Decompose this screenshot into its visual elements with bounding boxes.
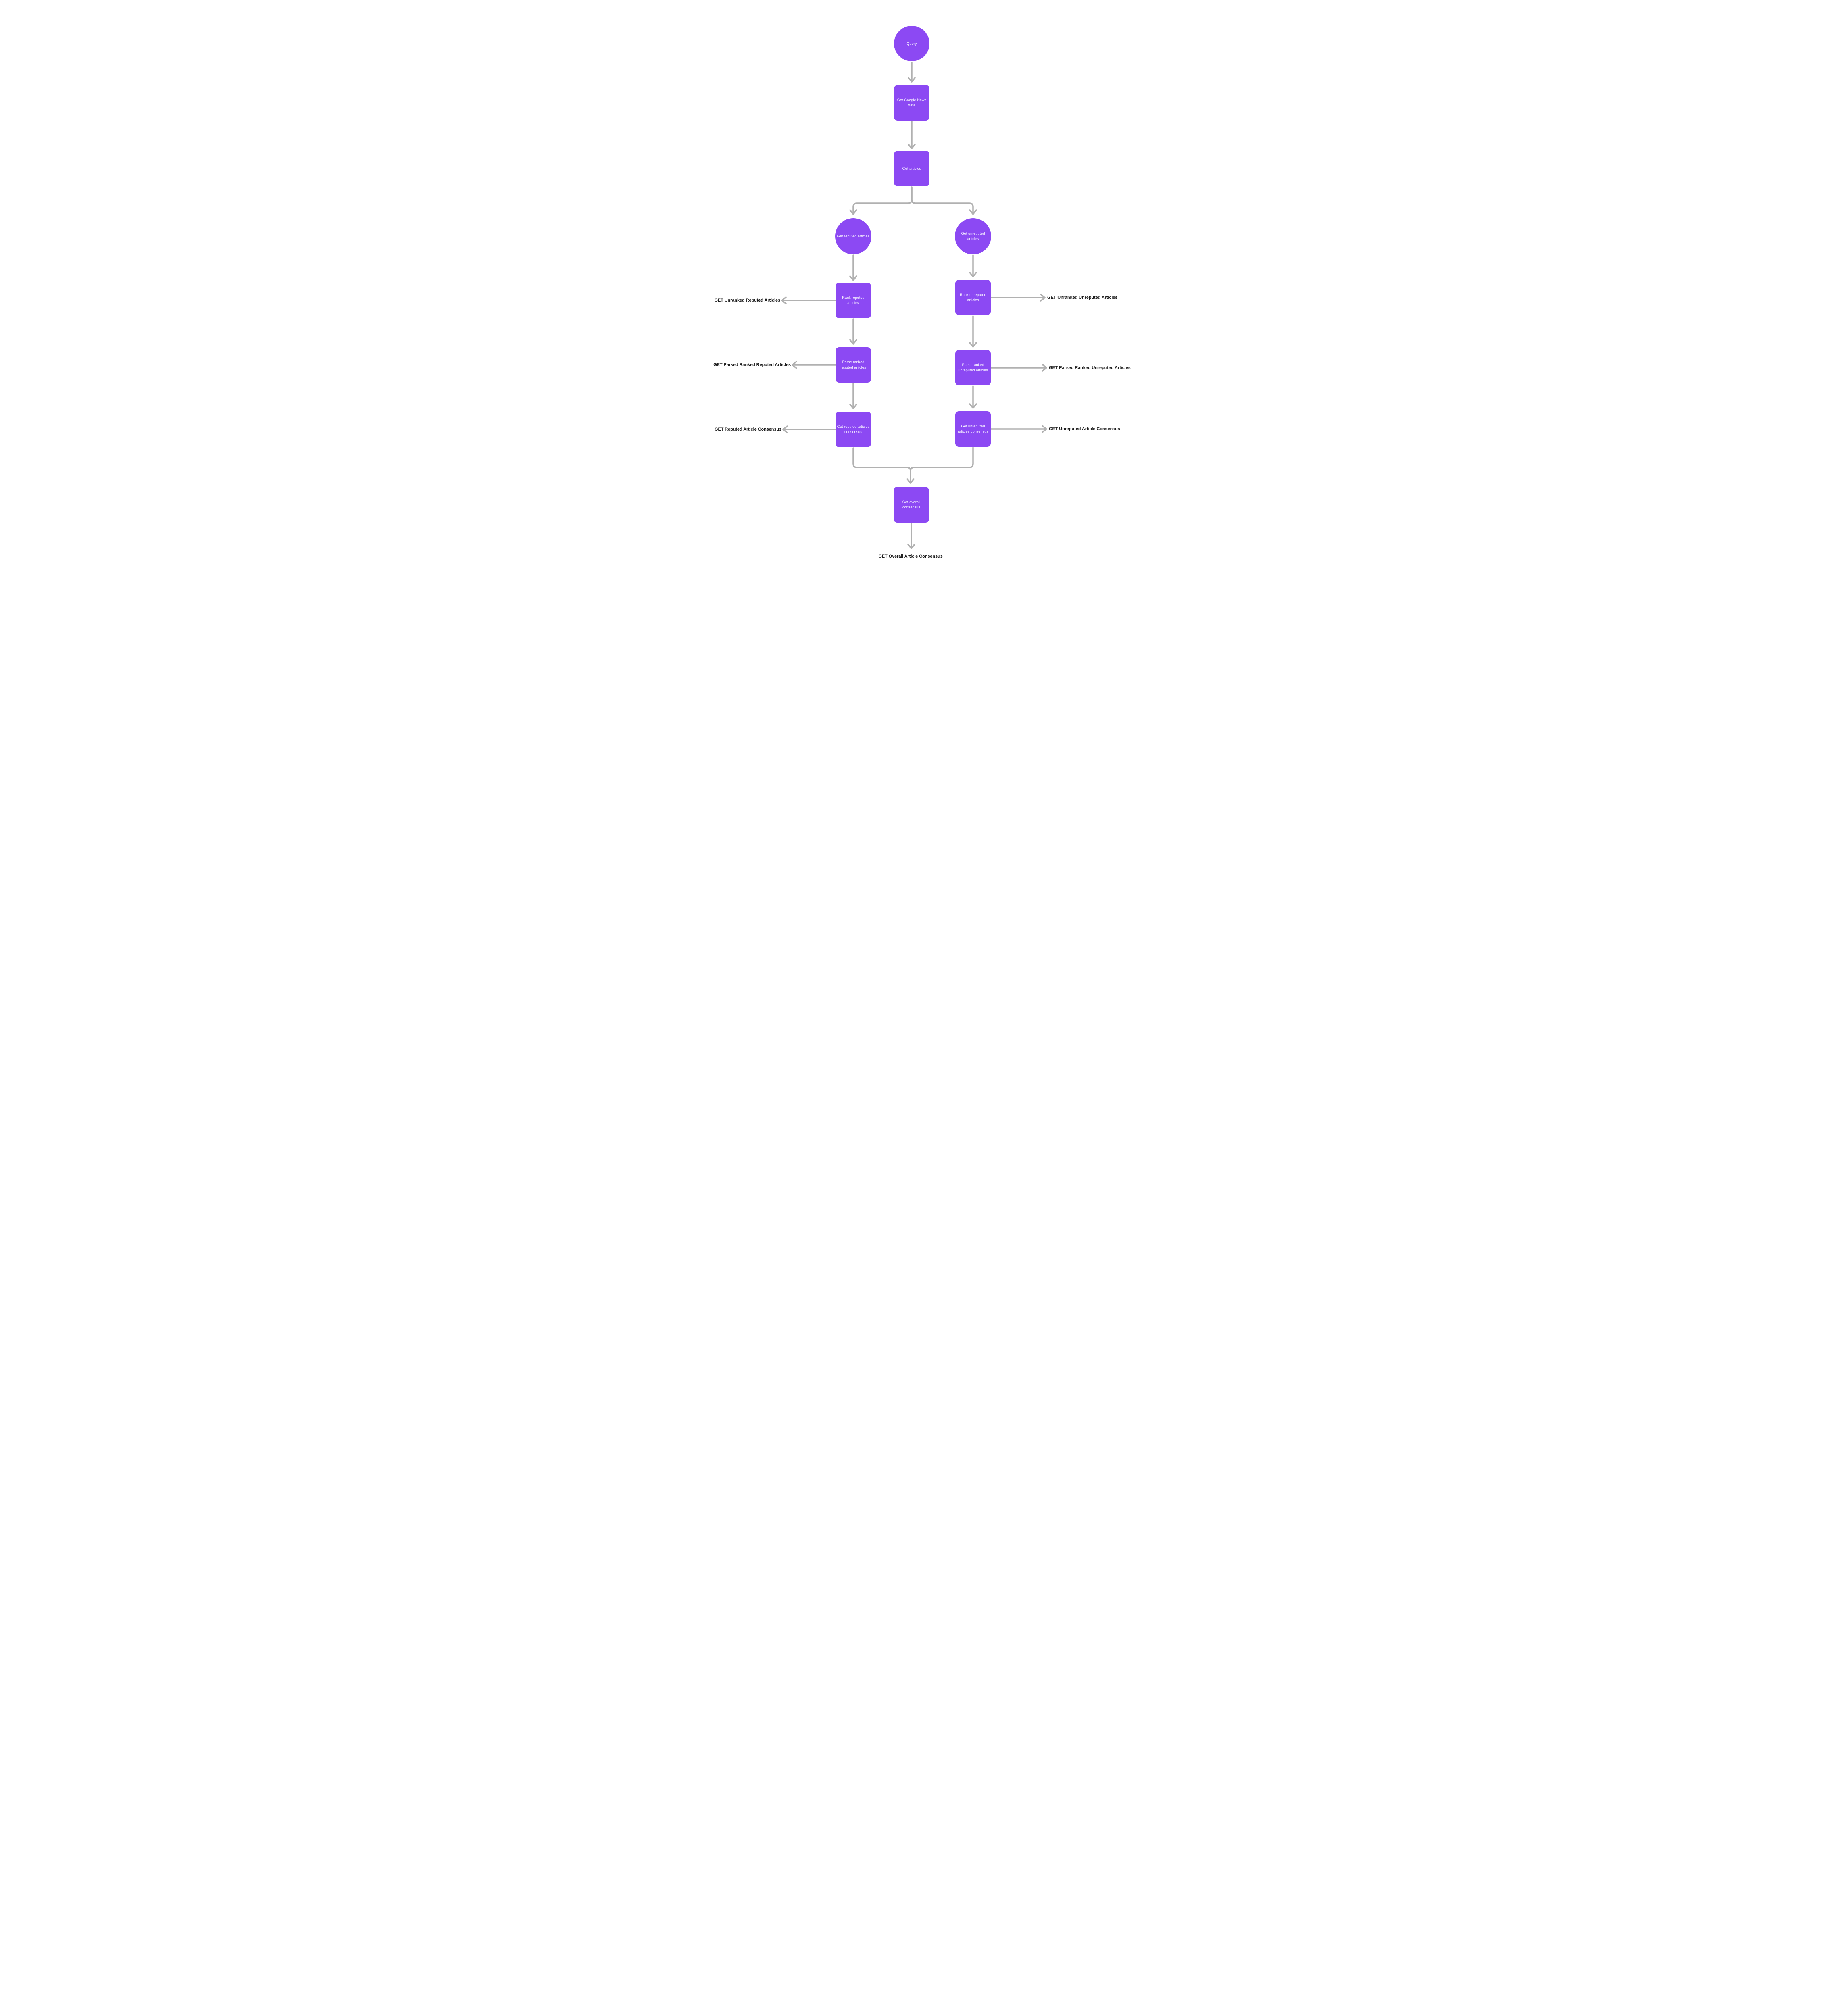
node-rank-reputed-articles[interactable]: Rank reputed articles <box>836 283 871 318</box>
endpoint-get-reputed-article-consensus[interactable]: GET Reputed Article Consensus <box>715 427 781 432</box>
node-get-unreputed-articles-consensus-label: Get unreputed articles consensus <box>958 424 988 433</box>
node-get-reputed-articles[interactable]: Get reputed articles <box>835 218 871 254</box>
flowchart-canvas: Query Get Google News data Get articles … <box>691 0 1151 584</box>
node-get-google-news-data[interactable]: Get Google News data <box>894 85 929 121</box>
edge-merge-left <box>852 447 911 472</box>
node-get-unreputed-articles[interactable]: Get unreputed articles <box>955 218 991 254</box>
edge-parse-unreputed-to-endpoint <box>990 364 1047 372</box>
node-parse-ranked-unreputed-articles[interactable]: Parse ranked unreputed articles <box>955 350 991 385</box>
node-parse-ranked-unreputed-articles-label: Parse ranked unreputed articles <box>958 363 988 372</box>
edge-merge-right <box>910 447 974 472</box>
endpoint-get-unranked-reputed-articles[interactable]: GET Unranked Reputed Articles <box>714 298 780 303</box>
node-get-unreputed-articles-consensus[interactable]: Get unreputed articles consensus <box>955 411 991 447</box>
endpoint-get-parsed-ranked-unreputed-articles[interactable]: GET Parsed Ranked Unreputed Articles <box>1049 365 1131 370</box>
node-query-label: Query <box>906 41 917 46</box>
node-rank-unreputed-articles[interactable]: Rank unreputed articles <box>955 280 991 315</box>
edge-merge-to-overall <box>906 470 915 484</box>
node-query[interactable]: Query <box>894 26 929 61</box>
node-get-articles-label: Get articles <box>902 166 921 171</box>
edge-rank-to-parse-right <box>969 315 977 348</box>
node-get-reputed-articles-label: Get reputed articles <box>837 234 870 238</box>
node-get-google-news-data-label: Get Google News data <box>897 98 927 107</box>
node-get-articles[interactable]: Get articles <box>894 151 929 186</box>
edge-rank-to-parse-left <box>849 318 857 345</box>
edge-overall-to-final-endpoint <box>907 523 915 549</box>
endpoint-get-unreputed-article-consensus[interactable]: GET Unreputed Article Consensus <box>1049 427 1120 431</box>
node-get-overall-consensus-label: Get overall consensus <box>902 500 921 509</box>
endpoint-get-parsed-ranked-reputed-articles[interactable]: GET Parsed Ranked Reputed Articles <box>713 362 791 367</box>
edge-consensus-reputed-to-endpoint <box>782 425 836 433</box>
node-get-unreputed-articles-label: Get unreputed articles <box>961 231 985 241</box>
endpoint-get-unranked-unreputed-articles[interactable]: GET Unranked Unreputed Articles <box>1047 295 1118 300</box>
edge-consensus-unreputed-to-endpoint <box>990 425 1047 433</box>
edge-rank-reputed-to-endpoint <box>781 296 836 304</box>
node-parse-ranked-reputed-articles[interactable]: Parse ranked reputed articles <box>836 347 871 383</box>
node-rank-unreputed-articles-label: Rank unreputed articles <box>960 293 986 302</box>
node-parse-ranked-reputed-articles-label: Parse ranked reputed articles <box>840 360 866 369</box>
edge-parse-to-consensus-left <box>849 383 857 409</box>
edge-get-articles-to-unreputed <box>911 186 977 215</box>
edge-unreputed-to-rank <box>969 254 977 277</box>
edge-query-to-google-news <box>908 62 916 83</box>
edge-google-news-to-get-articles <box>908 121 916 149</box>
endpoint-get-overall-article-consensus[interactable]: GET Overall Article Consensus <box>878 554 943 559</box>
edge-parse-reputed-to-endpoint <box>792 361 836 369</box>
node-get-reputed-articles-consensus-label: Get reputed articles consensus <box>837 425 870 434</box>
edge-get-articles-to-reputed <box>849 186 913 215</box>
node-get-overall-consensus[interactable]: Get overall consensus <box>894 487 929 523</box>
edge-rank-unreputed-to-endpoint <box>990 294 1046 302</box>
node-rank-reputed-articles-label: Rank reputed articles <box>842 296 865 305</box>
edge-parse-to-consensus-right <box>969 385 977 409</box>
edge-reputed-to-rank <box>849 254 857 281</box>
node-get-reputed-articles-consensus[interactable]: Get reputed articles consensus <box>836 412 871 447</box>
